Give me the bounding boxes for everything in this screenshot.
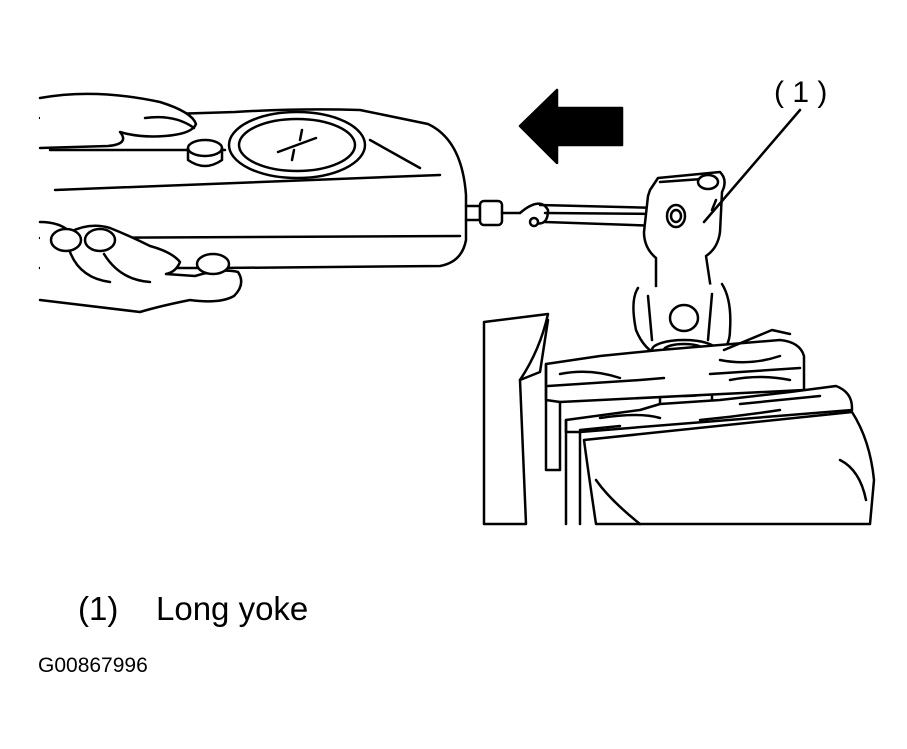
vise-with-wood-blocks <box>482 312 876 526</box>
operator-hands <box>38 92 243 314</box>
pull-direction-arrow <box>518 88 624 165</box>
legend-caption: (1) Long yoke <box>78 590 308 628</box>
figure-id: G00867996 <box>38 654 148 677</box>
legend-text: Long yoke <box>156 590 309 627</box>
callout-leader <box>702 108 802 224</box>
spring-scale-gauge <box>38 108 550 270</box>
legend-number: (1) <box>78 590 119 627</box>
gauge-knob <box>186 138 224 168</box>
gauge-dial <box>227 110 367 180</box>
callout-label: ( 1 ) <box>774 76 827 109</box>
